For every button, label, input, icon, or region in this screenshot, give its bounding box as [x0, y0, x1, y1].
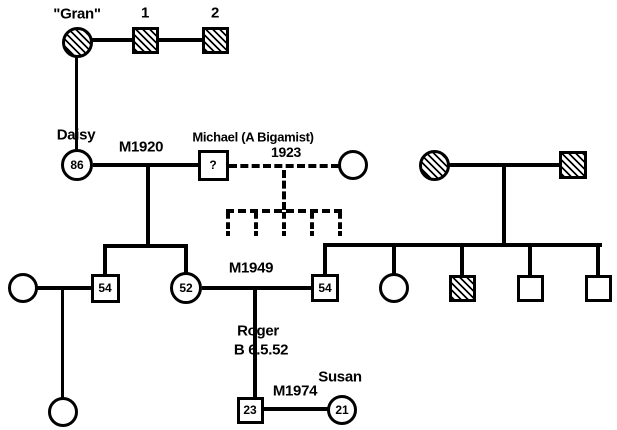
bigamy-year-label: 1923	[271, 144, 301, 160]
marriage-1974-label: M1974	[272, 382, 318, 400]
left-sibling-bar	[103, 244, 188, 248]
michael-node: ?	[197, 149, 229, 181]
bigamy-marriage-line	[229, 164, 339, 168]
husband-54-node: 54	[311, 274, 339, 302]
michael-second-wife-node	[338, 150, 368, 180]
right-sibling-female-drop	[392, 247, 396, 274]
bigamy-child-dot-2	[254, 231, 258, 236]
roger-node: 23	[236, 396, 264, 424]
gran-partner-1-node	[131, 26, 159, 54]
son-54-node: 54	[90, 273, 120, 303]
right-sibling-male-2-node	[584, 274, 612, 302]
bigamy-child-drop-1	[226, 212, 230, 229]
bigamy-child-drop-5	[338, 212, 342, 229]
daisy-name-label: Daisy	[56, 126, 96, 144]
husband-54-age-text: 54	[318, 281, 332, 295]
bigamy-child-dot-4	[310, 231, 314, 236]
right-sibling-hatched-drop	[460, 247, 464, 275]
gran-node	[61, 26, 93, 58]
daisy-age-text: 86	[70, 158, 84, 172]
marriage-1974-line	[263, 407, 328, 411]
left-granddaughter-node	[48, 397, 78, 427]
marriage-1920-label: M1920	[118, 138, 164, 156]
right-grandmother-node	[418, 149, 450, 181]
partner-2-number-label: 2	[210, 4, 220, 22]
right-couple-descent	[502, 167, 506, 245]
right-grandfather-node	[559, 151, 587, 179]
michael-name-label: Michael (A Bigamist)	[192, 129, 314, 145]
susan-name-label: Susan	[318, 368, 362, 386]
left-granddaughter-drop	[61, 290, 64, 398]
right-sibling-male-1-drop	[528, 247, 532, 275]
roger-birth-label: B 6.5.52	[233, 341, 289, 359]
right-sibling-female-node	[379, 273, 409, 303]
marriage-1-2-line	[158, 38, 203, 42]
daughter-52-drop	[184, 248, 188, 273]
partner-1-number-label: 1	[140, 4, 150, 22]
right-couple-marriage	[449, 163, 560, 167]
right-sibling-male-1-node	[516, 274, 544, 302]
bigamy-child-dot-3	[282, 231, 286, 236]
left-wife-marriage	[37, 286, 91, 290]
bigamy-child-dot-5	[338, 231, 342, 236]
right-sibling-hatched-node	[448, 274, 476, 302]
daughter-52-node: 52	[170, 272, 202, 304]
roger-descent	[253, 290, 257, 397]
daisy-michael-descent	[146, 167, 150, 246]
son-54-age-text: 54	[98, 281, 112, 295]
daisy-node: 86	[61, 149, 93, 181]
michael-age-text: ?	[209, 158, 217, 172]
bigamy-child-dot-1	[226, 231, 230, 236]
left-wife-node	[8, 273, 38, 303]
marriage-1949-label: M1949	[228, 259, 274, 277]
son-54-drop	[103, 248, 107, 274]
gran-daisy-descent	[75, 57, 78, 151]
gran-marriage-1-line	[92, 38, 133, 42]
bigamy-child-drop-4	[310, 212, 314, 229]
marriage-1949-line	[202, 286, 312, 290]
gran-partner-2-node	[201, 26, 229, 54]
susan-node: 21	[327, 395, 357, 425]
susan-age-text: 21	[335, 403, 349, 417]
roger-name-label: Roger	[237, 322, 279, 340]
bigamy-child-drop-3	[282, 212, 286, 229]
bigamy-descent-line	[282, 170, 286, 210]
bigamy-child-drop-2	[254, 212, 258, 229]
daughter-52-age-text: 52	[179, 281, 193, 295]
gran-name-label: "Gran"	[53, 5, 101, 23]
roger-age-text: 23	[243, 403, 257, 417]
bigamy-children-bar	[226, 209, 342, 213]
right-sibling-male-2-drop	[596, 247, 600, 275]
daisy-michael-marriage	[93, 163, 198, 167]
husband-54-drop	[323, 247, 327, 275]
right-sibling-bar	[323, 243, 602, 247]
